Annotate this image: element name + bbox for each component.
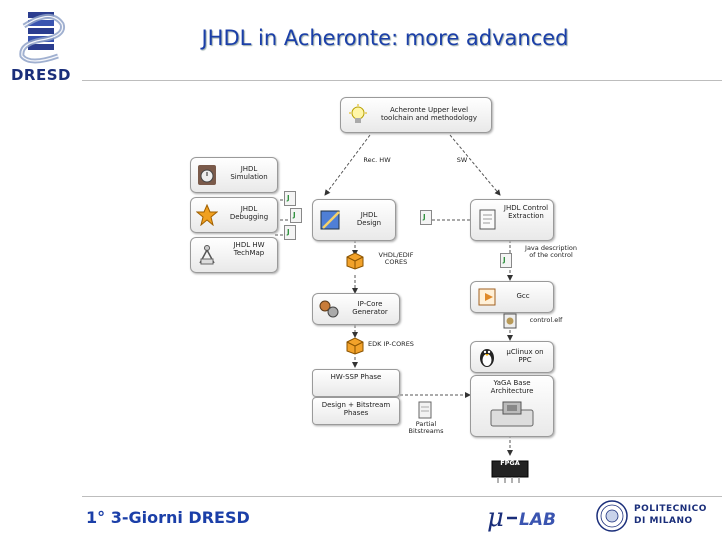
uclinux-box: μClinux on PPC: [470, 341, 554, 373]
java-file-icon: J: [284, 191, 296, 206]
gcc-box: Gcc: [470, 281, 554, 313]
sw-label: SW: [456, 156, 468, 164]
jhdl-simulation-label: JHDL Simulation: [230, 165, 268, 182]
fpga-label: FPGA: [500, 459, 520, 467]
rec-hw-label: Rec. HW: [363, 156, 391, 164]
svg-text:LAB: LAB: [519, 510, 556, 530]
dresd-logo-text: DRESD: [10, 66, 71, 84]
java-file-icon: J: [284, 225, 296, 240]
hardware-board-icon: [490, 401, 534, 427]
elf-file-icon: [503, 313, 517, 329]
package-icon: [346, 252, 364, 270]
acheronte-upper-label: Acheronte Upper level toolchain and meth…: [381, 106, 477, 123]
design-bitstream-label: Design + Bitstream Phases: [321, 401, 391, 418]
java-file-icon: J: [290, 208, 302, 223]
jhdl-hw-techmap-label: JHDL HW TechMap: [233, 241, 265, 258]
dresd-logo-graphic: [19, 12, 66, 64]
jhdl-design-box: JHDL Design: [312, 199, 396, 241]
slide-footer: 1° 3-Giorni DRESD: [86, 508, 250, 527]
partial-bitstreams-label: Partial Bitstreams: [408, 420, 444, 436]
architecture-box: YaGA Base Architecture: [470, 375, 554, 437]
java-file-icon: J: [420, 210, 432, 225]
title-divider: [82, 80, 722, 81]
tux-penguin-icon: [480, 349, 494, 367]
polimi-seal-icon: [596, 500, 628, 532]
slide-title: JHDL in Acheronte: more advanced: [201, 26, 569, 50]
lightbulb-icon: [349, 104, 367, 123]
jhdl-debugging-box: JHDL Debugging: [190, 197, 278, 233]
footer-divider: [82, 496, 722, 497]
polimi-line1: POLITECNICO: [634, 504, 707, 514]
hwssp-phase-label: HW-SSP Phase: [330, 373, 382, 381]
jhdl-hw-techmap-box: JHDL HW TechMap: [190, 237, 278, 273]
polimi-name: POLITECNICO DI MILANO: [634, 504, 707, 527]
jhdl-debugging-label: JHDL Debugging: [229, 205, 269, 222]
design-pencil-icon: [320, 210, 340, 230]
polimi-line2: DI MILANO: [634, 515, 693, 526]
jhdl-simulation-box: JHDL Simulation: [190, 157, 278, 193]
uclinux-label: μClinux on PPC: [506, 348, 544, 365]
package-icon: [346, 337, 364, 355]
mulab-logo: μ LAB: [483, 500, 583, 534]
stopwatch-icon: [198, 165, 216, 185]
gcc-label: Gcc: [516, 292, 530, 300]
hwssp-phase-box: HW-SSP Phase: [312, 369, 400, 397]
compass-tool-icon: [199, 245, 215, 265]
fpga-chip-icon: [491, 460, 529, 483]
mulab-logo-graphic: μ LAB: [487, 503, 556, 533]
toolchain-diagram: Acheronte Upper level toolchain and meth…: [180, 95, 580, 483]
debug-star-icon: [196, 204, 218, 226]
document-icon: [479, 209, 496, 230]
edk-ipcores-label: EDK IP-CORES: [368, 340, 414, 348]
ipcore-generator-label: IP-Core Generator: [352, 300, 388, 317]
vhdl-edif-label: VHDL/EDIF CORES: [378, 251, 414, 267]
bitstream-file-icon: [418, 401, 432, 419]
compiler-icon: [478, 288, 496, 306]
acheronte-upper-box: Acheronte Upper level toolchain and meth…: [340, 97, 492, 133]
jhdl-control-box: JHDL Control Extraction: [470, 199, 554, 241]
gears-icon: [319, 300, 339, 318]
java-file-icon: J: [500, 253, 512, 268]
ipcore-generator-box: IP-Core Generator: [312, 293, 400, 325]
jhdl-control-label: JHDL Control Extraction: [503, 204, 549, 221]
architecture-label: YaGA Base Architecture: [490, 379, 534, 396]
svg-text:μ: μ: [487, 503, 504, 533]
jhdl-design-label: JHDL Design: [356, 211, 382, 228]
dresd-logo: DRESD: [6, 6, 76, 84]
java-description-label: Java description of the control: [525, 244, 577, 260]
design-bitstream-box: Design + Bitstream Phases: [312, 397, 400, 425]
control-elf-label: control.elf: [529, 316, 563, 324]
